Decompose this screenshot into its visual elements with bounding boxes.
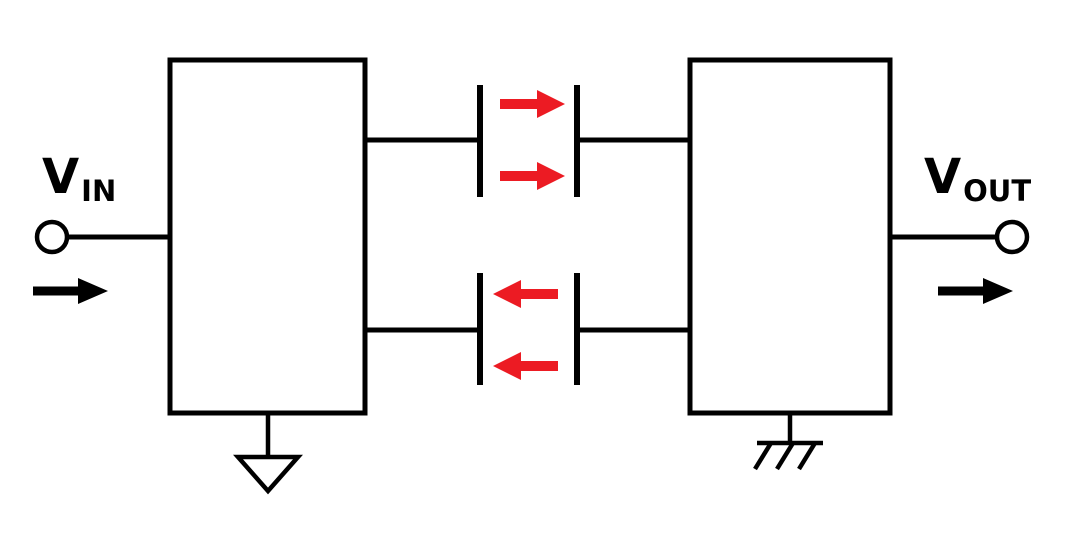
input-block [167, 57, 368, 416]
vout-flow-arrow-icon [938, 278, 1013, 304]
vin-label-main: V [42, 149, 80, 205]
vout-label-subscript: OUT [963, 174, 1032, 208]
chassis-ground-hatch-3 [797, 441, 817, 471]
return-signal-arrow-icon-2 [493, 352, 558, 380]
vin-terminal [34, 219, 70, 255]
forward-signal-arrow-icon-2 [500, 162, 565, 190]
output-block [687, 57, 893, 416]
chassis-ground-hatch-2 [775, 441, 795, 471]
vin-flow-arrow-icon [33, 278, 108, 304]
vout-label-main: V [924, 149, 962, 205]
vout-terminal [994, 219, 1030, 255]
signal-ground-icon [233, 454, 303, 495]
forward-signal-arrow-icon-1 [500, 90, 565, 118]
vout-label: VOUT [924, 153, 1031, 206]
chassis-ground-hatch-1 [753, 441, 773, 471]
return-signal-arrow-icon-1 [493, 280, 558, 308]
vin-label-subscript: IN [81, 174, 117, 208]
vin-label: VIN [42, 153, 116, 206]
